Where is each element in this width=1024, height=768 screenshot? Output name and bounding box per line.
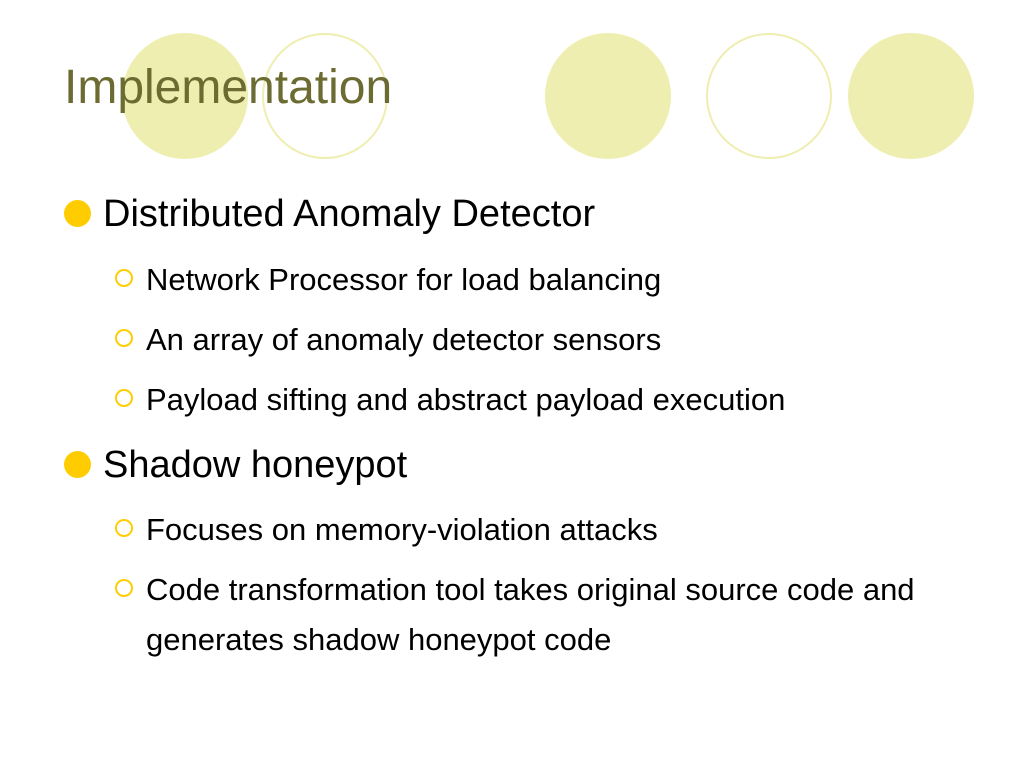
sub-bullet-item: Focuses on memory-violation attacks <box>115 505 995 555</box>
decorative-circle-filled <box>122 33 248 159</box>
sub-bullet-text: Focuses on memory-violation attacks <box>146 512 658 547</box>
sub-bullet-text: Payload sifting and abstract payload exe… <box>146 382 786 417</box>
sub-bullet-text: Code transformation tool takes original … <box>146 572 915 657</box>
bullet-text: Distributed Anomaly Detector <box>103 193 596 235</box>
sub-bullet-item: Code transformation tool takes original … <box>115 565 995 665</box>
decorative-circle-filled <box>545 33 671 159</box>
slide-title: Implementation <box>64 61 393 114</box>
filled-circle-bullet-icon <box>64 200 91 227</box>
hollow-circle-bullet-icon <box>115 579 133 597</box>
filled-circle-bullet-icon <box>64 451 91 478</box>
sub-bullet-item: Payload sifting and abstract payload exe… <box>115 375 995 425</box>
decorative-circle-outline <box>706 33 832 159</box>
sub-bullet-text: An array of anomaly detector sensors <box>146 322 662 357</box>
sub-bullet-item: Network Processor for load balancing <box>115 255 995 305</box>
decorative-circle-outline <box>262 33 388 159</box>
hollow-circle-bullet-icon <box>115 519 133 537</box>
bullet-text: Shadow honeypot <box>103 444 408 486</box>
bullet-item: Distributed Anomaly Detector <box>64 192 964 236</box>
hollow-circle-bullet-icon <box>115 389 133 407</box>
decorative-circle-filled <box>848 33 974 159</box>
hollow-circle-bullet-icon <box>115 269 133 287</box>
sub-bullet-text: Network Processor for load balancing <box>146 262 662 297</box>
sub-bullet-item: An array of anomaly detector sensors <box>115 315 995 365</box>
bullet-item: Shadow honeypot <box>64 443 964 487</box>
hollow-circle-bullet-icon <box>115 329 133 347</box>
